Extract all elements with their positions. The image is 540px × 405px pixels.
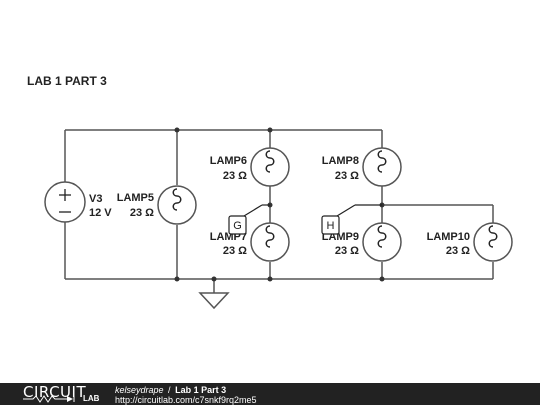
lamp-5-name: LAMP5 bbox=[117, 192, 154, 204]
logo-subtext: LAB bbox=[83, 394, 100, 403]
lamp-6-name: LAMP6 bbox=[210, 155, 247, 167]
ground-icon bbox=[198, 292, 230, 310]
lamp-8-value: 23 Ω bbox=[335, 170, 359, 182]
circuit-url[interactable]: http://circuitlab.com/c7snkf9rq2me5 bbox=[115, 395, 257, 405]
probe-h-label: H bbox=[327, 220, 335, 232]
lamp-8-name: LAMP8 bbox=[322, 155, 359, 167]
page-title: LAB 1 PART 3 bbox=[27, 74, 107, 88]
lamp-7: LAMP7 23 Ω bbox=[210, 222, 290, 262]
author-link[interactable]: kelseydrape bbox=[115, 385, 164, 395]
lamp-5-value: 23 Ω bbox=[130, 207, 154, 219]
source-value: 12 V bbox=[89, 207, 112, 219]
attribution-separator: / bbox=[168, 385, 171, 395]
probe-g[interactable]: G bbox=[228, 204, 270, 235]
circuit-schematic: V3 12 V LAMP5 23 Ω LAMP6 23 Ω LAMP7 23 Ω… bbox=[44, 127, 513, 310]
footer-bar: CIRCUIT LAB kelseydrape / Lab 1 Part 3 h… bbox=[0, 383, 540, 405]
lamp-10-value: 23 Ω bbox=[446, 245, 470, 257]
circuit-title: Lab 1 Part 3 bbox=[175, 385, 227, 395]
lamp-8: LAMP8 23 Ω bbox=[322, 147, 402, 187]
junctions bbox=[174, 127, 385, 282]
lamp-9: LAMP9 23 Ω bbox=[322, 222, 402, 262]
logo-text: CIRCUIT bbox=[23, 383, 87, 401]
wires bbox=[64, 129, 494, 293]
lamp-6: LAMP6 23 Ω bbox=[210, 147, 290, 187]
source-label: V3 bbox=[89, 193, 102, 205]
probe-h[interactable]: H bbox=[321, 204, 382, 235]
lamp-9-value: 23 Ω bbox=[335, 245, 359, 257]
lamp-7-value: 23 Ω bbox=[223, 245, 247, 257]
lamp-10-name: LAMP10 bbox=[427, 231, 470, 243]
lamp-6-value: 23 Ω bbox=[223, 170, 247, 182]
attribution: kelseydrape / Lab 1 Part 3 bbox=[115, 385, 226, 395]
lamp-5: LAMP5 23 Ω bbox=[117, 185, 197, 225]
voltage-source-v3: V3 12 V bbox=[44, 181, 112, 223]
resistor-icon bbox=[23, 395, 75, 403]
lamp-10: LAMP10 23 Ω bbox=[427, 222, 513, 262]
probe-g-label: G bbox=[233, 220, 242, 232]
circuitlab-logo[interactable]: CIRCUIT LAB bbox=[23, 383, 111, 405]
